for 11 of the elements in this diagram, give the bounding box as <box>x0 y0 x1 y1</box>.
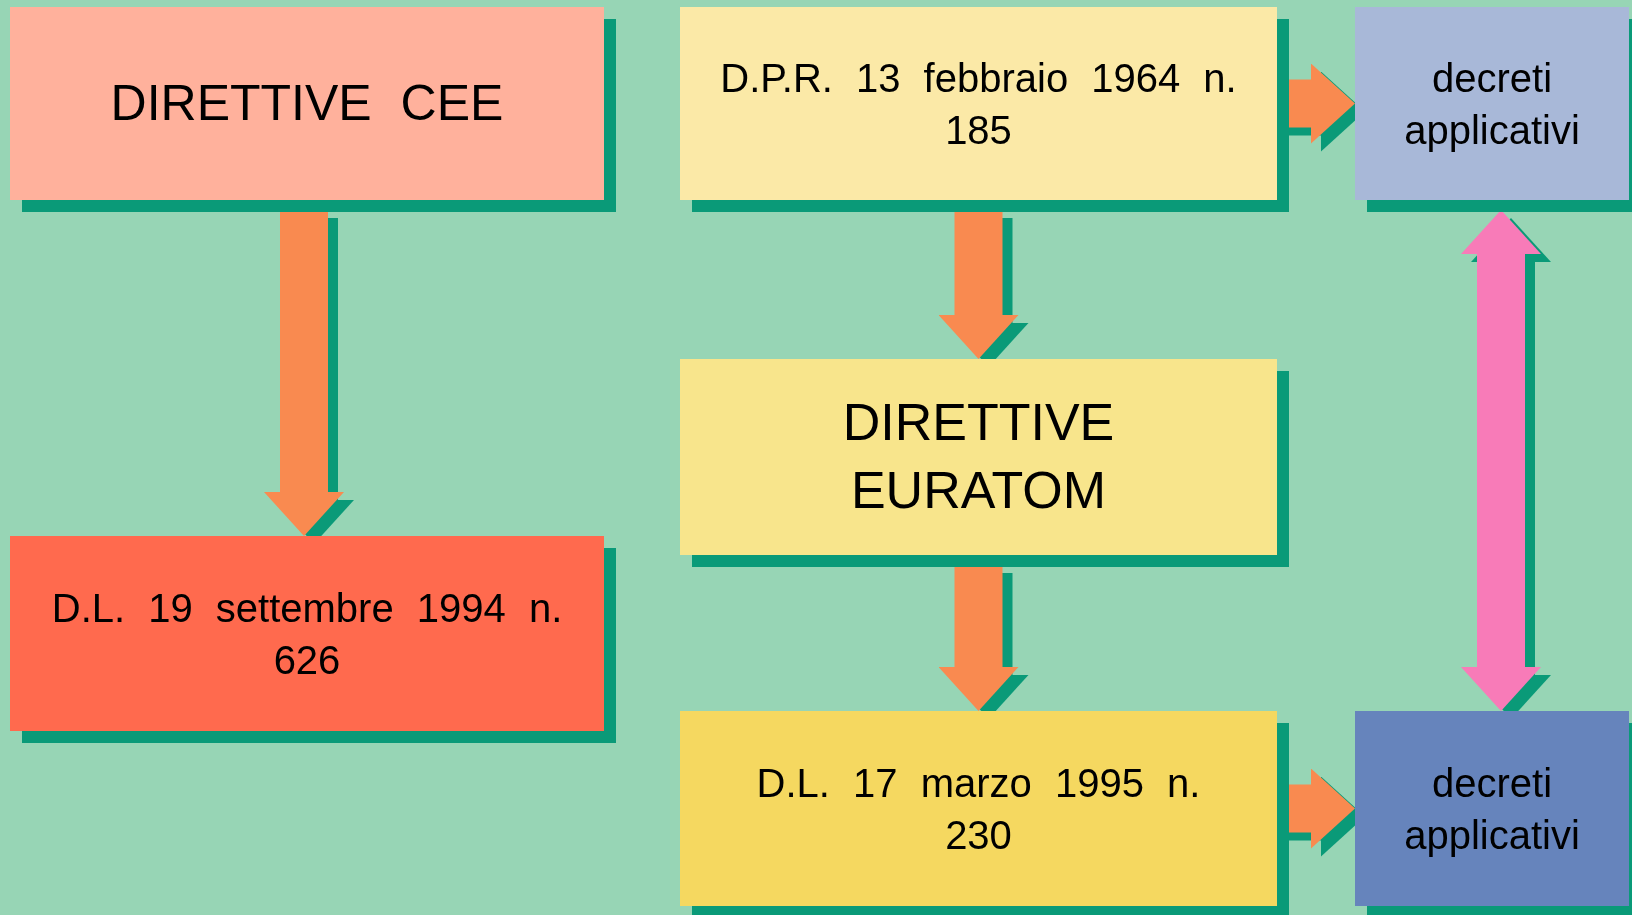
block-arrow <box>264 210 344 536</box>
box-label: D.P.R. 13 febbraio 1964 n. 185 <box>719 54 1238 154</box>
box-label: decreti applicativi <box>1403 54 1581 154</box>
block-arrow <box>938 565 1019 711</box>
box-label: DIRETTIVE CEE <box>110 74 504 133</box>
block-arrow <box>1461 210 1541 711</box>
box-label: DIRETTIVE EURATOM <box>841 392 1116 521</box>
box-label: decreti applicativi <box>1403 759 1581 859</box>
block-arrow <box>938 210 1019 359</box>
box-label: D.L. 17 marzo 1995 n. 230 <box>755 759 1202 859</box>
box-label: D.L. 19 settembre 1994 n. 626 <box>50 584 564 684</box>
